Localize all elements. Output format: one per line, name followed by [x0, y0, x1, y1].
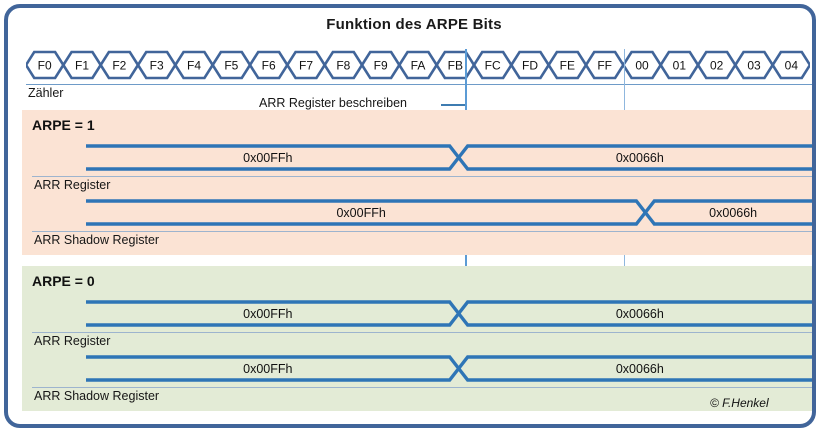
wave-new-value: 0x0066h — [616, 151, 664, 165]
wave-new-value: 0x0066h — [709, 206, 757, 220]
row-label-arpe0-arr-register: ARR Register — [34, 334, 111, 348]
row-label-arpe0-arr-shadow-register: ARR Shadow Register — [34, 389, 160, 403]
counter-state-F0: F0 — [38, 59, 52, 73]
wave-old-value: 0x00FFh — [243, 307, 292, 321]
wave-old-value: 0x00FFh — [243, 362, 292, 376]
row-separator — [32, 176, 812, 177]
counter-state-F1: F1 — [75, 59, 89, 73]
wave-arpe1-arr-shadow-register: 0x00FFh 0x0066h — [86, 197, 812, 229]
counter-state-FC: FC — [485, 59, 501, 73]
counter-state-FA: FA — [411, 59, 426, 73]
counter-state-F9: F9 — [374, 59, 388, 73]
wave-new-value: 0x0066h — [616, 362, 664, 376]
wave-arpe1-arr-register: 0x00FFh 0x0066h — [86, 142, 812, 174]
counter-state-F6: F6 — [262, 59, 276, 73]
wave-arpe0-arr-register: 0x00FFh 0x0066h — [86, 298, 812, 330]
counter-baseline — [26, 84, 812, 85]
wave-arpe0-arr-shadow-register: 0x00FFh 0x0066h — [86, 353, 812, 385]
counter-state-FE: FE — [560, 59, 575, 73]
panel-arpe-0: ARPE = 0 0x00FFh 0x0066h ARR Register 0x0… — [22, 266, 812, 411]
counter-state-FF: FF — [597, 59, 612, 73]
counter-state-00: 00 — [635, 59, 649, 73]
write-annotation-label: ARR Register beschreiben — [259, 96, 407, 110]
counter-state-F4: F4 — [187, 59, 201, 73]
row-separator — [32, 332, 812, 333]
counter-state-03: 03 — [747, 59, 761, 73]
counter-label: Zähler — [28, 86, 64, 100]
counter-state-FB: FB — [448, 59, 463, 73]
annotation-leader-horizontal — [441, 104, 467, 106]
panel-title-arpe0: ARPE = 0 — [32, 273, 95, 289]
row-separator — [32, 387, 812, 388]
counter-state-F5: F5 — [224, 59, 238, 73]
counter-state-F8: F8 — [336, 59, 350, 73]
counter-state-F2: F2 — [112, 59, 126, 73]
page-title: Funktion des ARPE Bits — [326, 16, 502, 33]
counter-state-04: 04 — [785, 59, 799, 73]
counter-state-02: 02 — [710, 59, 724, 73]
row-separator — [32, 231, 812, 232]
counter-state-F3: F3 — [150, 59, 164, 73]
row-label-arpe1-arr-shadow-register: ARR Shadow Register — [34, 233, 160, 247]
panel-arpe-1: ARPE = 1 0x00FFh 0x0066h ARR Register 0x0… — [22, 110, 812, 255]
counter-waveform: F0 F1 F2 F3 F4 F5 F6 F7 F8 F9 FA FB FC FD FE FF 00 01 02 03… — [26, 48, 810, 82]
copyright-notice: © F.Henkel — [710, 396, 769, 410]
panel-title-arpe1: ARPE = 1 — [32, 117, 95, 133]
wave-old-value: 0x00FFh — [243, 151, 292, 165]
row-label-arpe1-arr-register: ARR Register — [34, 178, 111, 192]
counter-state-FD: FD — [522, 59, 538, 73]
wave-old-value: 0x00FFh — [336, 206, 385, 220]
counter-state-F7: F7 — [299, 59, 313, 73]
counter-state-01: 01 — [673, 59, 687, 73]
wave-new-value: 0x0066h — [616, 307, 664, 321]
